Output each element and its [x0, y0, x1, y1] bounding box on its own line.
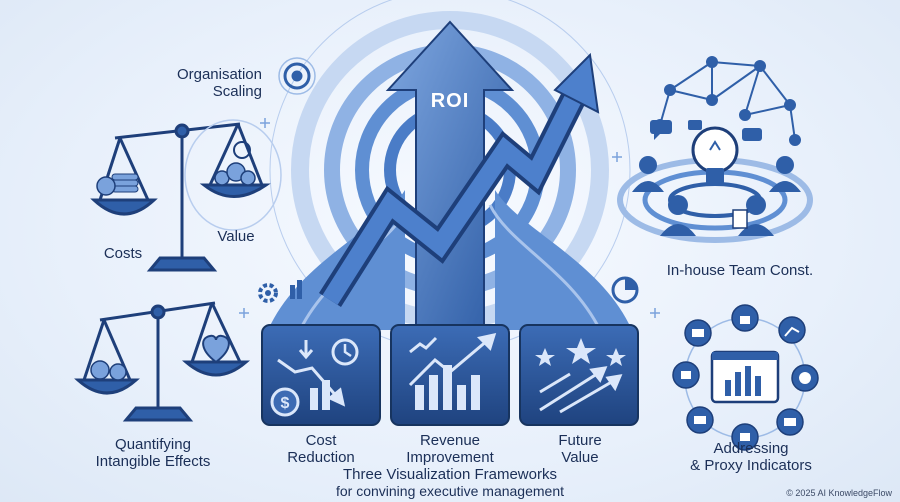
label-costs: Costs [103, 245, 143, 262]
label-quantifying-line2: Intangible Effects [95, 453, 211, 470]
growth-trend-arrow [319, 52, 600, 307]
sparkle-decorations [239, 118, 660, 318]
label-reduction: Reduction [287, 449, 355, 466]
clock-icon [331, 338, 359, 366]
label-cost-reduction: Cost Reduction [272, 432, 370, 466]
roi-label: ROI [430, 90, 470, 112]
label-future: Future [558, 432, 602, 449]
label-scaling: Scaling [212, 83, 262, 100]
pie-chart-icon [611, 276, 639, 304]
panel-future-value [519, 324, 639, 426]
label-organisation: Organisation [176, 66, 262, 83]
chat-bubble-icon [650, 120, 762, 141]
label-future-value-word: Value [561, 449, 599, 466]
label-organisation-scaling: Organisation Scaling [152, 66, 262, 100]
dollar-coin-icon [270, 387, 300, 417]
panel-revenue-improvement [390, 324, 510, 426]
balance-scale-icon [90, 122, 271, 272]
footer-subtitle: for convining executive management [335, 483, 565, 499]
label-revenue-improvement: Revenue Improvement [396, 432, 504, 466]
label-improvement: Improvement [406, 449, 494, 466]
value-coins-icon [184, 119, 282, 231]
bar-chart-icon [415, 365, 480, 410]
label-revenue: Revenue [419, 432, 481, 449]
heart-icon [202, 334, 230, 364]
label-addressing: Addressing & Proxy Indicators [676, 440, 826, 474]
gear-icon [258, 280, 302, 303]
team-people-icon [632, 156, 801, 236]
stars-icon [535, 338, 626, 366]
up-trend-icon [408, 332, 497, 387]
yen-coin-icon [90, 360, 127, 381]
lightbulb-icon [691, 126, 739, 184]
coin-stack-icon [96, 173, 139, 196]
target-icon [278, 57, 316, 95]
label-future-value: Future Value [538, 432, 622, 466]
label-cost: Cost [305, 432, 337, 449]
label-in-house-team: In-house Team Const. [666, 262, 814, 279]
panel-cost-reduction: $ [261, 324, 381, 426]
label-quantifying: Quantifying Intangible Effects [78, 436, 228, 470]
svg-text:$: $ [281, 395, 290, 412]
label-value: Value [217, 228, 255, 245]
label-addressing-line1: Addressing [713, 440, 789, 457]
copyright: © 2025 AI KnowledgeFlow [786, 488, 892, 498]
proxy-indicator-ring [672, 304, 819, 451]
label-quantifying-line1: Quantifying [115, 436, 191, 453]
label-addressing-line2: & Proxy Indicators [690, 457, 812, 474]
footer-title: Three Visualization Frameworks [343, 466, 557, 483]
